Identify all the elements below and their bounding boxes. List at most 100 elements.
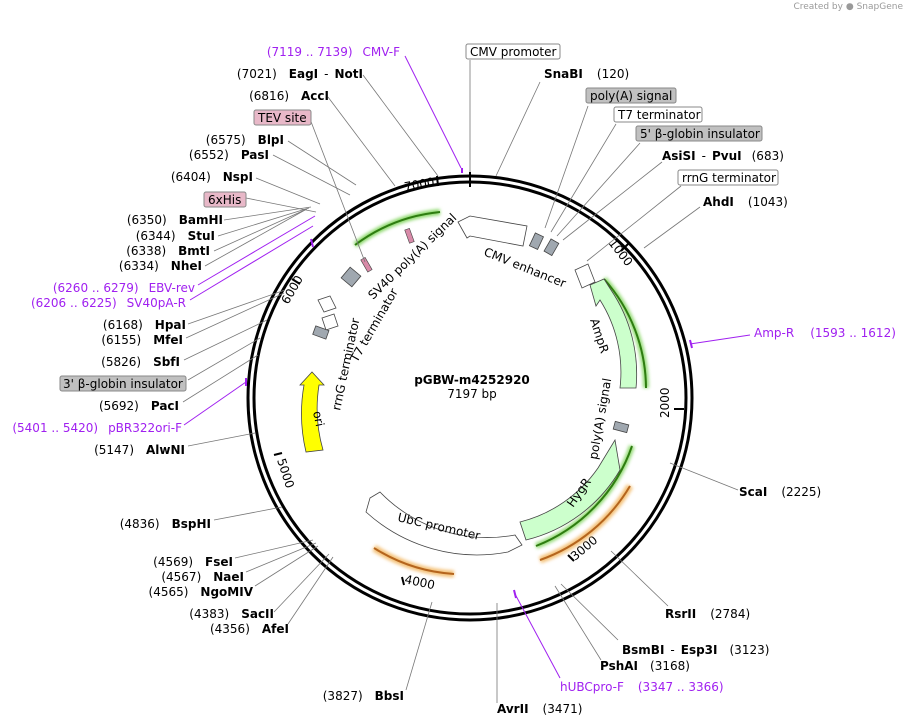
enzyme-name: AvrII <box>497 702 529 716</box>
enzyme-pos: (4565) <box>149 585 189 599</box>
enzyme-pos: (4567) <box>161 570 201 584</box>
enzyme-bsphi[interactable]: (4836)BspHI <box>120 517 211 531</box>
tick-4000 <box>401 576 405 586</box>
enzyme-bsmbi[interactable]: BsmBI-Esp3I(3123) <box>622 643 769 657</box>
enzyme-rsrii[interactable]: RsrII(2784) <box>665 607 750 621</box>
enzyme-pos: (6168) <box>103 318 143 332</box>
box-polya[interactable] <box>585 87 677 104</box>
primer-hubc[interactable]: hUBCpro-F(3347 .. 3366) <box>560 680 724 694</box>
feature-ubc-promoter[interactable] <box>365 491 523 556</box>
enzyme-naei[interactable]: (4567)NaeI <box>161 570 244 584</box>
feature-rrng-arrow[interactable] <box>317 295 337 313</box>
enzyme-pos: (6552) <box>189 148 229 162</box>
enzyme-acci[interactable]: (6816)AccI <box>249 89 329 103</box>
leader-rrng <box>586 185 682 262</box>
primer-sv40pa[interactable]: (6206 .. 6225)SV40pA-R <box>31 296 186 310</box>
enzyme-paci[interactable]: (5692)PacI <box>99 399 179 413</box>
enzyme-bmti[interactable]: (6338)BmtI <box>126 244 210 258</box>
feature-t7-arrow[interactable] <box>321 313 339 331</box>
box-5globin[interactable] <box>635 125 763 142</box>
box-3globin[interactable] <box>59 375 187 392</box>
enzyme-blpi[interactable]: (6575)BlpI <box>206 133 284 147</box>
enzyme-ahdi[interactable]: AhdI(1043) <box>703 195 788 209</box>
enzyme-pos: (6344) <box>136 229 176 243</box>
tick-6000 <box>291 278 301 285</box>
leader-fsei <box>234 539 314 559</box>
enzyme-eagi[interactable]: (7021)EagI-NotI <box>237 67 363 81</box>
feature-label-cmv-enhancer: CMV enhancer <box>482 245 568 291</box>
feature-insulator-top-1[interactable] <box>528 232 545 250</box>
primer-name: EBV-rev <box>149 281 195 295</box>
leader-bsphi <box>213 506 283 521</box>
enzyme-nhei[interactable]: (6334)NheI <box>119 259 202 273</box>
leader-paci <box>182 354 259 403</box>
primer-ebv[interactable]: (6260 .. 6279)EBV-rev <box>53 281 195 295</box>
enzyme-asisi[interactable]: AsiSI-PvuI(683) <box>662 149 784 163</box>
leader-nhei <box>204 209 306 267</box>
feature-hygr[interactable] <box>519 438 621 541</box>
primer-name: SV40pA-R <box>127 296 186 310</box>
box-rrng[interactable] <box>677 169 779 186</box>
box-6xhis[interactable] <box>203 191 247 208</box>
enzyme-sbfi[interactable]: (5826)SbfI <box>101 355 180 369</box>
snapgene-credit: Created by ● SnapGene <box>793 2 903 12</box>
enzyme-name: NheI <box>171 259 202 273</box>
feature-insulator-top-2[interactable] <box>543 238 560 257</box>
box-cmv-promoter[interactable] <box>465 43 561 60</box>
tick-label-5000: 5000 <box>274 457 297 490</box>
leader-3globin <box>187 337 261 381</box>
enzyme-snabi[interactable]: SnaBI(120) <box>544 67 629 81</box>
enzyme-name: AsiSI <box>662 149 696 163</box>
feature-orange-arc[interactable] <box>539 485 631 561</box>
enzyme-bbsi[interactable]: (3827)BbsI <box>323 689 404 703</box>
enzyme-pos: (2784) <box>710 607 750 621</box>
enzyme-scai[interactable]: ScaI (2225) <box>739 485 821 499</box>
enzyme-name: ScaI <box>739 485 767 499</box>
plasmid-name: pGBW-m4252920 <box>414 373 530 387</box>
enzyme-alwni[interactable]: (5147)AlwNI <box>94 443 185 457</box>
enzyme-afei[interactable]: (4356)AfeI <box>210 622 289 636</box>
primer-name: Amp-R <box>754 326 794 340</box>
enzyme-stui[interactable]: (6344)StuI <box>136 229 215 243</box>
enzyme-fsei[interactable]: (4569)FseI <box>153 555 233 569</box>
enzyme-hpai[interactable]: (6168)HpaI <box>103 318 186 332</box>
feature-tev-box[interactable] <box>360 257 373 273</box>
enzyme-name: MfeI <box>153 333 183 347</box>
feature-polya-box[interactable] <box>612 420 630 434</box>
box-label-3globin: 3' β-globin insulator <box>63 377 183 391</box>
feature-cmv-enhancer[interactable] <box>457 215 528 247</box>
enzyme-ngomiv[interactable]: (4565)NgoMIV <box>149 585 254 599</box>
primer-pbr322[interactable]: (5401 .. 5420)pBR322ori-F <box>12 421 182 435</box>
enzyme-pos: (2225) <box>781 485 821 499</box>
box-t7-terminator[interactable] <box>613 106 703 123</box>
enzyme-mfei[interactable]: (6155)MfeI <box>101 333 183 347</box>
primer-ampr[interactable]: Amp-R(1593 .. 1612) <box>754 326 896 340</box>
box-label-t7-terminator: T7 terminator <box>617 108 701 122</box>
leader-asisi <box>562 161 663 241</box>
primer-cmvf[interactable]: (7119 .. 7139)CMV-F <box>267 45 400 59</box>
box-tev[interactable] <box>253 109 312 126</box>
enzyme-sacii[interactable]: (4383)SacII <box>189 607 274 621</box>
enzyme-pasi[interactable]: (6552)PasI <box>189 148 269 162</box>
enzyme-bamhi[interactable]: (6350)BamHI <box>127 213 223 227</box>
feature-ori[interactable] <box>299 371 325 453</box>
enzyme-pos: (6404) <box>171 170 211 184</box>
enzyme-nspi[interactable]: (6404)NspI <box>171 170 253 184</box>
feature-insulator-left[interactable] <box>340 266 362 288</box>
feature-3prime-insulator-box[interactable] <box>312 325 330 340</box>
enzyme-pos: (1043) <box>748 195 788 209</box>
feature-ampr[interactable] <box>589 278 637 389</box>
leader-scai <box>669 462 739 491</box>
box-label-cmv-promoter: CMV promoter <box>470 45 557 59</box>
leader-eagi <box>362 74 439 177</box>
leader-ahdi <box>643 206 701 249</box>
enzyme-name: BspHI <box>172 517 211 531</box>
enzyme-avrii[interactable]: AvrII(3471) <box>497 702 582 716</box>
primer-range: (5401 .. 5420) <box>12 421 98 435</box>
primer-labels: (7119 .. 7139)CMV-F Amp-R(1593 .. 1612) … <box>12 45 896 694</box>
feature-his-box[interactable] <box>404 228 415 244</box>
enzyme-pshai[interactable]: PshAI(3168) <box>600 659 690 673</box>
feature-orange-bottom[interactable] <box>373 547 455 575</box>
leader-rsrii <box>610 550 669 607</box>
feature-cmv-promoter[interactable] <box>574 263 596 289</box>
